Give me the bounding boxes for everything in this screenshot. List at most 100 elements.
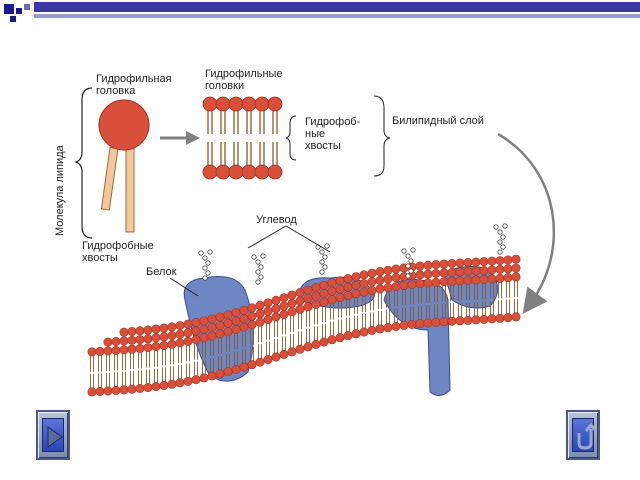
lipid-head (439, 268, 449, 278)
lipid-head (367, 285, 377, 295)
lipid-head (119, 345, 129, 355)
small-bilayer (202, 96, 283, 180)
lipid-head (511, 254, 521, 264)
lipid-head (447, 276, 457, 286)
lipid-head (431, 317, 441, 327)
carbohydrate-unit (251, 254, 257, 260)
lipid-head (383, 283, 393, 293)
carbohydrate-unit (405, 253, 411, 259)
lipid-head (423, 269, 433, 279)
lipid-head (431, 260, 441, 270)
lipid-head (455, 267, 465, 277)
lipid-head (479, 266, 489, 276)
carbohydrate-unit (258, 264, 264, 270)
lipid-head (103, 386, 113, 396)
lipid-head (135, 326, 145, 336)
lipid-head (447, 267, 457, 277)
lipid-head (255, 300, 265, 310)
lipid-head (241, 164, 257, 180)
lipid-head (487, 265, 497, 275)
lipid-head (367, 277, 377, 287)
lipid-head (127, 384, 137, 394)
lipid-head (223, 318, 233, 328)
lipid-head (359, 270, 369, 280)
carbohydrate-unit (405, 273, 411, 279)
lipid-head (267, 164, 283, 180)
u-turn-return-icon (577, 422, 597, 450)
lipid-head (247, 303, 257, 313)
carbohydrate-unit (502, 223, 508, 229)
lipid-head (479, 314, 489, 324)
lipid-head (191, 326, 201, 336)
carbohydrate-unit (205, 270, 211, 276)
carbohydrate-unit (319, 269, 325, 275)
lipid-head (295, 288, 305, 298)
lipid-head (367, 325, 377, 335)
lipid-head (103, 346, 113, 356)
lipid-head (311, 299, 321, 309)
lipid-head (303, 302, 313, 312)
lipid-head (287, 307, 297, 317)
carbohydrate-unit (319, 249, 325, 255)
lipid-head (271, 352, 281, 362)
prev-slide-button[interactable] (36, 410, 70, 460)
label-protein: Белок (146, 266, 177, 278)
lipid-head (228, 164, 244, 180)
lipid-head (439, 259, 449, 269)
lipid-head (415, 270, 425, 280)
lipid-head (479, 257, 489, 267)
lipid-head (303, 285, 313, 295)
lipid-head (383, 265, 393, 275)
lipid-head (447, 258, 457, 268)
lipid-head (407, 279, 417, 289)
lipid-head (159, 340, 169, 350)
lipid-head (327, 295, 337, 305)
lipid-head (431, 268, 441, 278)
lipid-head (463, 315, 473, 325)
lipid-head (431, 277, 441, 287)
lipid-head (375, 284, 385, 294)
lipid-head (159, 380, 169, 390)
lipid-head (119, 327, 129, 337)
lipid-head (247, 311, 257, 321)
lipid-head (327, 286, 337, 296)
carbohydrate-unit (497, 229, 503, 235)
lipid-head (415, 319, 425, 329)
lipid-head (207, 314, 217, 324)
carbohydrate-unit (255, 269, 261, 275)
carbohydrate-unit (500, 234, 506, 240)
lipid-head (215, 369, 225, 379)
lipid-head (207, 331, 217, 341)
carbohydrate-unit (408, 258, 414, 264)
lipid-head (263, 315, 273, 325)
lipid-head (167, 339, 177, 349)
lipid-head (215, 96, 231, 112)
carbohydrate-unit (207, 249, 213, 255)
return-button[interactable] (566, 410, 600, 460)
lipid-head (135, 343, 145, 353)
lipid-head (503, 273, 513, 283)
lipid-head (287, 347, 297, 357)
lipid-head (463, 258, 473, 268)
carbohydrate-unit (410, 247, 416, 253)
lipid-head (511, 263, 521, 273)
carbohydrate-pointer-lines (247, 225, 331, 253)
lipid-head (183, 328, 193, 338)
lipid-head (455, 316, 465, 326)
lipid-head (202, 164, 218, 180)
lipid-head (343, 291, 353, 301)
lipid-head (271, 304, 281, 314)
lipid-head (495, 273, 505, 283)
carbohydrate-unit (324, 243, 330, 249)
lipid-head (135, 335, 145, 345)
lipid-head (239, 314, 249, 324)
lipid-head (223, 367, 233, 377)
lipid-head (207, 371, 217, 381)
lipid-head (143, 343, 153, 353)
lipid-head (127, 344, 137, 354)
lipid-head (343, 331, 353, 341)
lipid-head (415, 279, 425, 289)
lipid-head (359, 278, 369, 288)
lipid-head (215, 329, 225, 339)
